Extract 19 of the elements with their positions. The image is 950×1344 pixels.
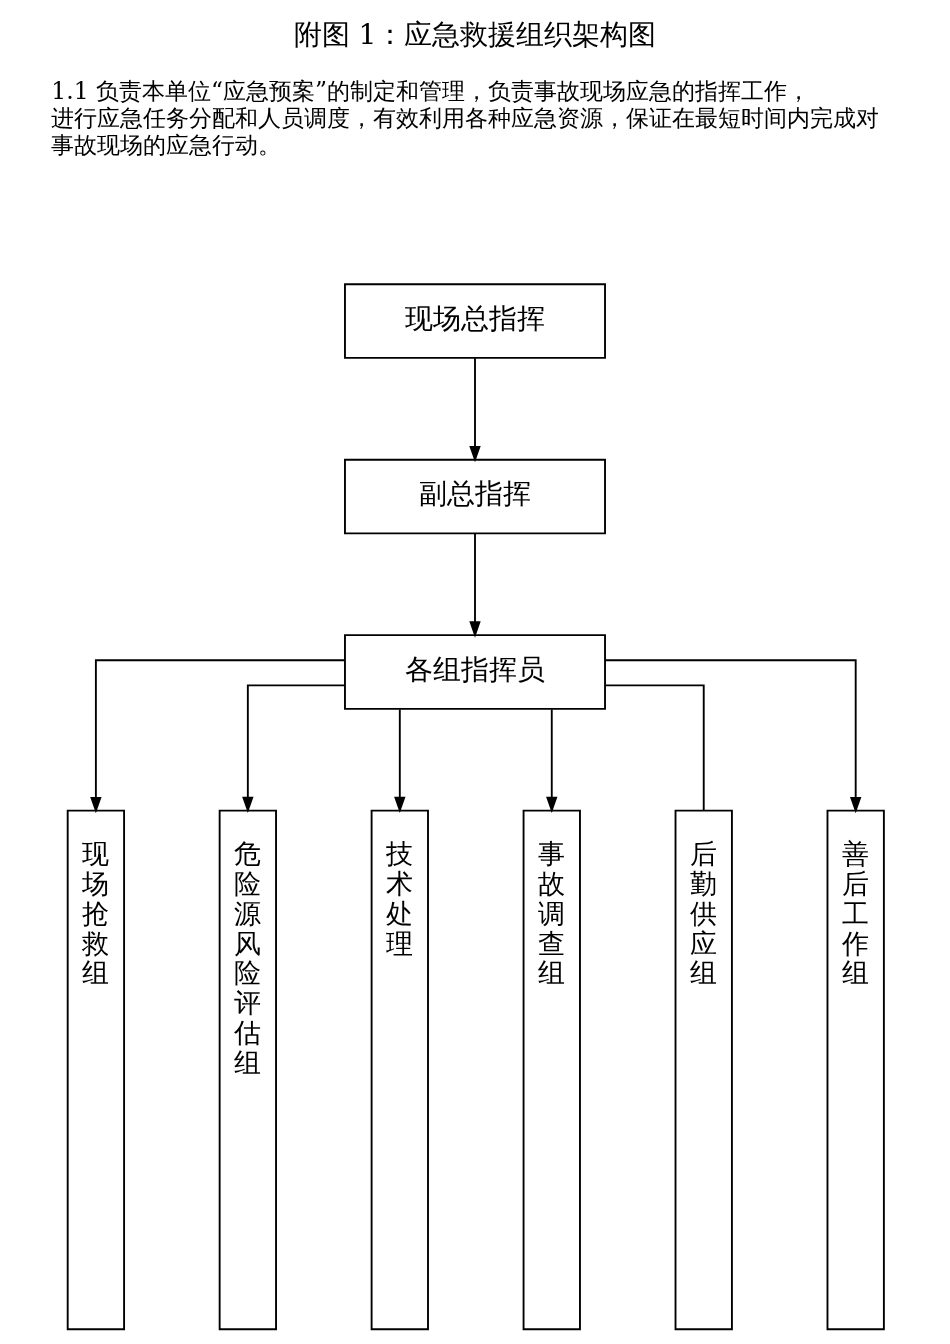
node-box: 危险源风险评估组 [218, 809, 277, 1331]
node-box: 各组指挥员 [344, 634, 606, 710]
arrow [90, 659, 346, 814]
node-box: 现场抢救组 [66, 809, 125, 1331]
diagram-title: 附图 1：应急救援组织架构图 [293, 17, 657, 51]
arrow [394, 708, 406, 814]
node-box: 副总指挥 [344, 458, 606, 535]
arrow [604, 659, 862, 814]
node-box: 后勤供应组 [674, 809, 733, 1331]
arrow [469, 357, 481, 463]
node-box: 事故调查组 [522, 809, 581, 1331]
node-box: 现场总指挥 [344, 283, 606, 359]
arrow [469, 532, 481, 638]
arrow [242, 684, 346, 814]
node-box: 善后工作组 [826, 809, 885, 1331]
label: 1.1 负责本单位“应急预案”的制定和管理，负责事故现场应急的指挥工作，进行应急任务分配和人员调度，有效利用各种应急资源，保证在最短时间内完成对事故现场的应急行动。 [51, 77, 880, 159]
connector [604, 684, 705, 812]
node-box: 技术处理 [370, 809, 429, 1331]
arrow [546, 708, 558, 814]
